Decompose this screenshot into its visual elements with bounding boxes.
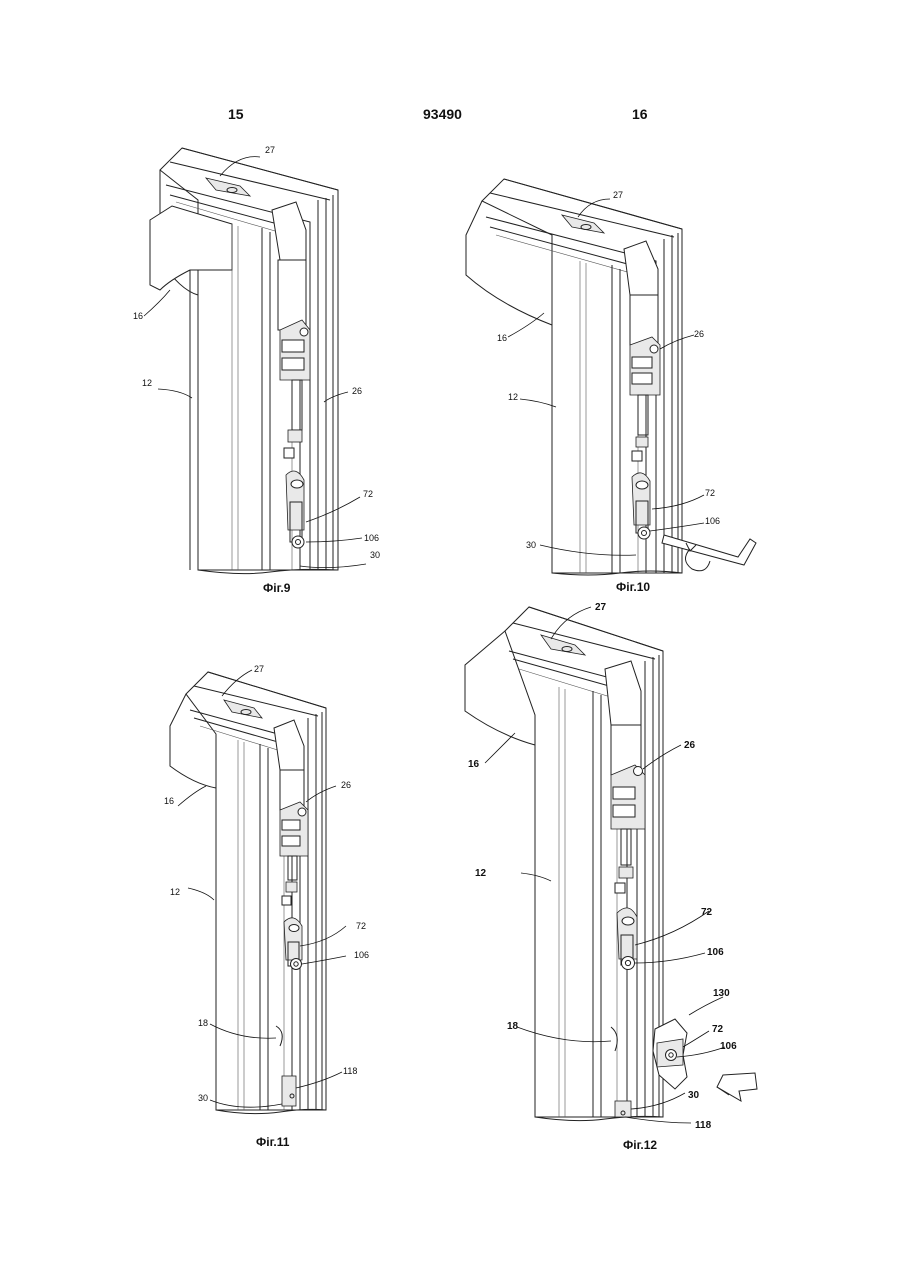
label-30: 30 [688, 1090, 700, 1101]
label-72: 72 [363, 489, 373, 499]
label-27: 27 [265, 145, 275, 155]
figure-caption: Фіг.12 [623, 1138, 657, 1152]
label-26: 26 [684, 740, 696, 751]
label-106b: 106 [720, 1041, 737, 1052]
label-118: 118 [695, 1120, 712, 1131]
label-72: 72 [356, 921, 366, 931]
page-number-right: 16 [632, 106, 648, 122]
label-26: 26 [341, 780, 351, 790]
patent-number: 93490 [423, 106, 462, 122]
label-30: 30 [370, 550, 380, 560]
label-26: 26 [352, 386, 362, 396]
label-16: 16 [497, 333, 507, 343]
label-12: 12 [142, 378, 152, 388]
label-16: 16 [468, 759, 480, 770]
label-106: 106 [364, 533, 379, 543]
label-26: 26 [694, 329, 704, 339]
label-72: 72 [705, 488, 715, 498]
label-27: 27 [595, 602, 607, 613]
label-106: 106 [707, 947, 724, 958]
label-16: 16 [133, 311, 143, 321]
label-106: 106 [705, 516, 720, 526]
label-72b: 72 [712, 1024, 724, 1035]
figure-caption: Фіг.11 [256, 1135, 290, 1149]
figure-12: 27 16 12 26 72 106 130 72 106 18 30 118 … [455, 595, 785, 1155]
figure-caption: Фіг.10 [616, 580, 650, 594]
label-12: 12 [508, 392, 518, 402]
page-number-left: 15 [228, 106, 244, 122]
label-130: 130 [713, 988, 730, 999]
figure-10: 27 16 12 26 72 106 30 Фіг.10 [460, 165, 770, 595]
window-frame-drawing [465, 607, 757, 1123]
figure-9: 27 16 12 26 72 106 30 Фіг.9 [120, 140, 410, 600]
label-18: 18 [198, 1018, 208, 1028]
label-27: 27 [254, 664, 264, 674]
label-30: 30 [198, 1093, 208, 1103]
label-27: 27 [613, 190, 623, 200]
figure-11: 27 16 12 26 72 106 18 118 30 Фіг.11 [150, 660, 410, 1160]
label-16: 16 [164, 796, 174, 806]
label-72: 72 [701, 907, 713, 918]
window-frame-drawing [144, 148, 366, 574]
label-18: 18 [507, 1021, 519, 1032]
label-118: 118 [343, 1066, 357, 1076]
label-30: 30 [526, 540, 536, 550]
label-12: 12 [170, 887, 180, 897]
label-12: 12 [475, 868, 487, 879]
figure-caption: Фіг.9 [263, 581, 291, 595]
window-frame-drawing [170, 670, 346, 1114]
label-106: 106 [354, 950, 369, 960]
